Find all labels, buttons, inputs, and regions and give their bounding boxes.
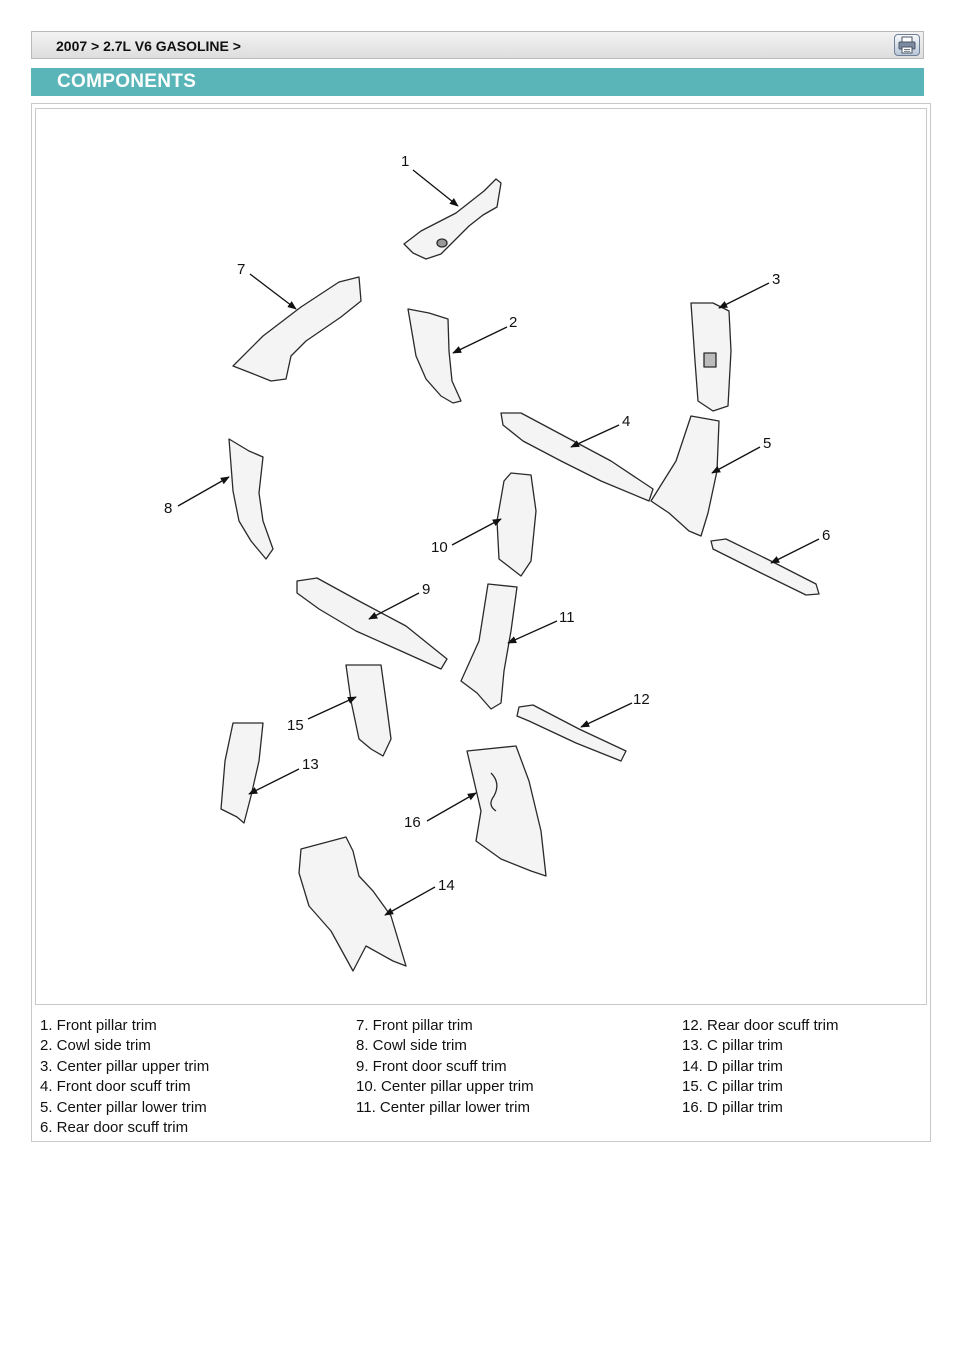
callout-13: 13 — [302, 756, 319, 773]
callout-6: 6 — [822, 527, 830, 544]
legend-column-2: 7. Front pillar trim 8. Cowl side trim 9… — [356, 1016, 534, 1118]
legend-item: 16. D pillar trim — [682, 1098, 783, 1116]
legend-item: 6. Rear door scuff trim — [40, 1119, 189, 1137]
part-16-d-pillar-trim — [466, 745, 547, 877]
content-box — [31, 103, 931, 1142]
breadcrumb-bar: 2007 > 2.7L V6 GASOLINE > — [31, 31, 924, 59]
part-14-d-pillar-trim — [298, 836, 407, 972]
callout-10: 10 — [431, 539, 448, 556]
part-10-center-pillar-upper-trim — [496, 472, 537, 577]
legend-item: 8. Cowl side trim — [356, 1037, 467, 1055]
callout-14: 14 — [438, 877, 455, 894]
legend-column-1: 1. Front pillar trim 2. Cowl side trim 3… — [40, 1016, 209, 1138]
legend-item: 5. Center pillar lower trim — [40, 1098, 207, 1116]
components-legend: 1. Front pillar trim 2. Cowl side trim 3… — [40, 1016, 920, 1140]
callout-5: 5 — [763, 435, 771, 452]
callout-2: 2 — [509, 314, 517, 331]
legend-item: 3. Center pillar upper trim — [40, 1057, 210, 1075]
legend-item: 7. Front pillar trim — [356, 1017, 473, 1034]
legend-item: 2. Cowl side trim — [40, 1037, 151, 1055]
callout-12: 12 — [633, 691, 650, 708]
part-12-rear-door-scuff-trim — [516, 704, 627, 762]
callout-1: 1 — [401, 153, 409, 170]
legend-item: 4. Front door scuff trim — [40, 1078, 191, 1096]
exploded-view-illustration: 1 2 3 4 5 6 7 8 9 10 11 12 13 14 15 16 — [164, 153, 830, 972]
callout-3: 3 — [772, 271, 780, 288]
legend-column-3: 12. Rear door scuff trim 13. C pillar tr… — [682, 1016, 838, 1118]
legend-item: 10. Center pillar upper trim — [356, 1078, 534, 1096]
callout-4: 4 — [622, 413, 630, 430]
printer-icon — [898, 36, 916, 54]
part-11-center-pillar-lower-trim — [460, 583, 518, 710]
part-13-c-pillar-trim — [220, 722, 264, 824]
callout-11: 11 — [559, 609, 575, 626]
callout-8: 8 — [164, 500, 172, 517]
part-8-cowl-side-trim — [228, 438, 274, 560]
page-title: COMPONENTS — [57, 71, 197, 92]
callout-15: 15 — [287, 717, 304, 734]
legend-item: 11. Center pillar lower trim — [356, 1098, 530, 1116]
part-5-center-pillar-lower-trim — [650, 415, 720, 537]
part-1-front-pillar-trim — [403, 178, 502, 260]
print-button[interactable] — [894, 34, 920, 56]
part-4-front-door-scuff-trim — [500, 412, 654, 502]
callout-16: 16 — [404, 814, 421, 831]
breadcrumb[interactable]: 2007 > 2.7L V6 GASOLINE > — [56, 38, 241, 54]
legend-item: 15. C pillar trim — [682, 1078, 783, 1096]
callout-7: 7 — [237, 261, 245, 278]
callout-9: 9 — [422, 581, 430, 598]
part-15-c-pillar-trim — [345, 664, 392, 757]
part-7-front-pillar-trim — [232, 276, 362, 382]
legend-item: 14. D pillar trim — [682, 1057, 783, 1075]
legend-item: 12. Rear door scuff trim — [682, 1017, 839, 1034]
part-9-front-door-scuff-trim — [296, 577, 448, 670]
part-2-cowl-side-trim — [407, 308, 462, 404]
legend-item: 9. Front door scuff trim — [356, 1057, 507, 1075]
legend-item: 1. Front pillar trim — [40, 1017, 157, 1034]
components-diagram: 1 2 3 4 5 6 7 8 9 10 11 12 13 14 15 16 — [35, 108, 927, 1005]
section-header: COMPONENTS — [31, 68, 924, 96]
part-6-rear-door-scuff-trim — [710, 538, 820, 596]
legend-item: 13. C pillar trim — [682, 1037, 783, 1055]
